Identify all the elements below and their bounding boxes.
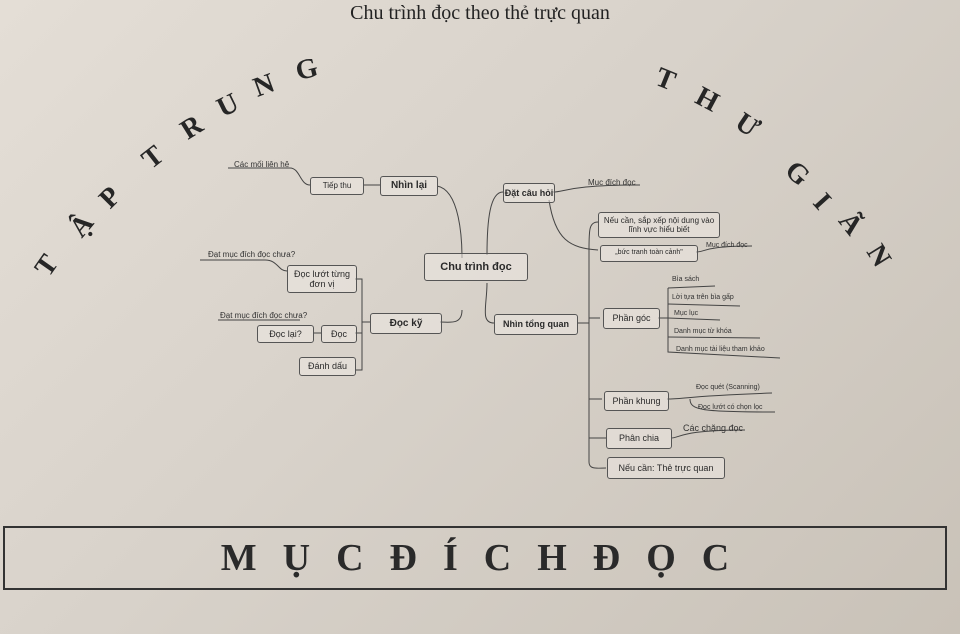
banner-letter: C	[701, 537, 730, 579]
banner-letter: Ọ	[646, 537, 676, 579]
node-nhin-tong-quan: Nhìn tổng quan	[494, 314, 578, 335]
node-doc-luot: Đọc lướt từng đơn vị	[287, 265, 357, 293]
leaf-dat-muc-dich-2: Đạt mục đích đọc chưa?	[220, 311, 308, 320]
leaf-doc-luot-chon-loc: Đọc lướt có chọn lọc	[698, 404, 763, 411]
node-phan-goc: Phần góc	[603, 308, 660, 329]
leaf-muc-luc: Mục lục	[674, 310, 699, 317]
node-nhin-lai: Nhìn lại	[380, 176, 438, 196]
node-buc-tranh: „bức tranh toàn cảnh"	[600, 245, 698, 262]
page-title: Chu trình đọc theo thẻ trực quan	[350, 2, 610, 24]
banner-muc-dich-doc: M Ụ C Đ Í C H Đ Ọ C	[3, 526, 947, 590]
banner-letter: C	[336, 537, 364, 579]
node-sap-xep: Nếu cần, sắp xếp nội dung vào lĩnh vực h…	[598, 212, 720, 238]
node-danh-dau: Đánh dấu	[299, 357, 356, 376]
node-dat-cau-hoi: Đặt câu hỏi	[503, 183, 555, 203]
node-the-truc-quan: Nếu cần: Thẻ trực quan	[607, 457, 725, 479]
leaf-doc-quet: Đọc quét (Scanning)	[696, 384, 760, 391]
node-doc-ky: Đọc kỹ	[370, 313, 442, 334]
leaf-cac-moi-lien-he: Các mối liên hệ	[234, 160, 290, 169]
leaf-cac-chang-doc: Các chặng đọc	[683, 423, 744, 433]
leaf-muc-dich-doc: Mục đích đọc	[588, 178, 636, 187]
banner-letter: Đ	[592, 537, 621, 579]
banner-letter: M	[220, 537, 257, 579]
leaf-muc-dich-doc-2: Mục đích đọc	[706, 242, 748, 249]
node-center: Chu trình đọc	[424, 253, 528, 281]
node-doc-lai: Đọc lại?	[257, 325, 314, 343]
leaf-loi-tua: Lời tựa trên bìa gấp	[672, 294, 734, 301]
leaf-bia-sach: Bìa sách	[672, 276, 700, 283]
banner-letter: Ụ	[282, 537, 311, 579]
leaf-danh-muc-tai-lieu: Danh mục tài liệu tham khảo	[676, 346, 765, 353]
banner-letter: C	[483, 537, 512, 579]
banner-letter: H	[537, 537, 567, 579]
node-doc: Đọc	[321, 325, 357, 343]
banner-letter: Đ	[389, 537, 417, 579]
leaf-danh-muc-tu-khoa: Danh mục từ khóa	[674, 328, 732, 335]
banner-letter: Í	[442, 537, 458, 579]
node-phan-chia: Phân chia	[606, 428, 672, 449]
node-tiep-thu: Tiếp thu	[310, 177, 364, 195]
node-phan-khung: Phần khung	[604, 391, 669, 411]
leaf-dat-muc-dich-1: Đạt mục đích đọc chưa?	[208, 250, 296, 259]
